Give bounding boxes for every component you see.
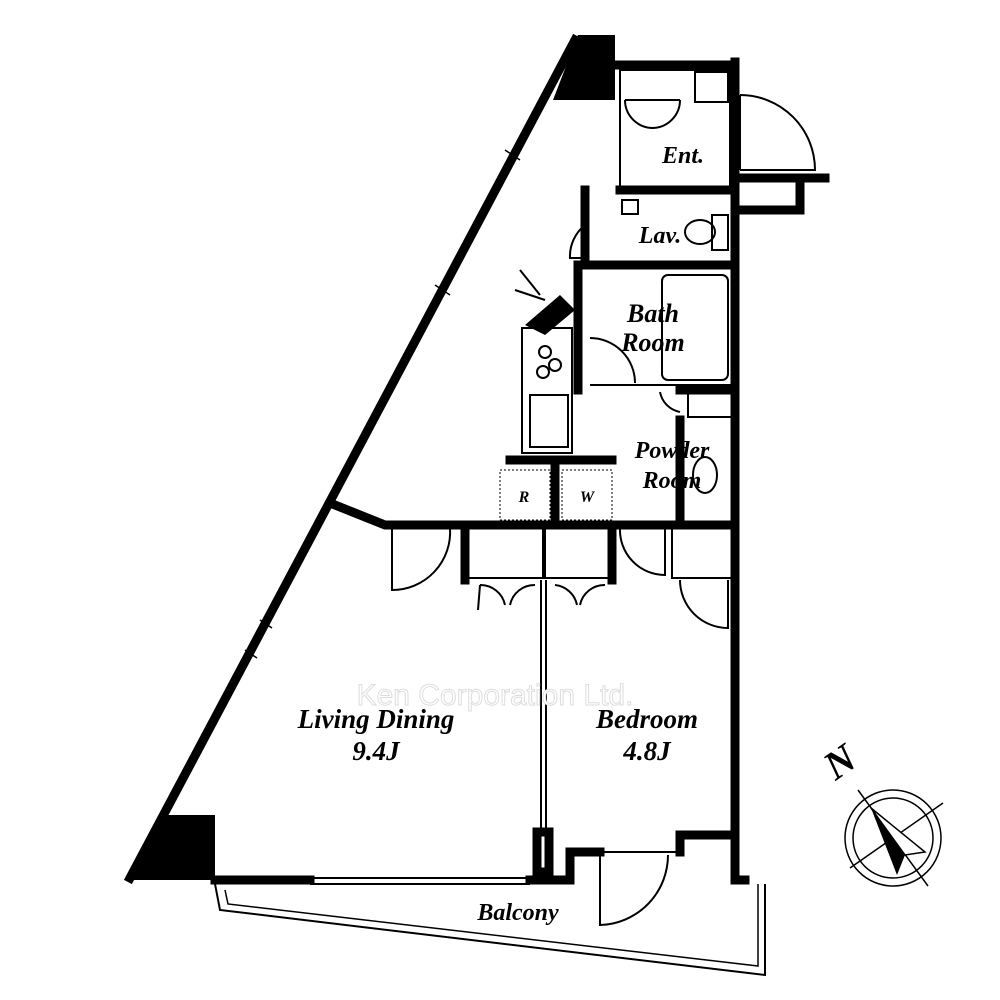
room-label-bedroom: Bedroom: [595, 704, 698, 734]
room-size-bedroom: 4.8J: [622, 736, 672, 766]
compass-north-label: N: [814, 734, 866, 789]
room-label-living: Living Dining: [297, 704, 455, 734]
compass-icon: N: [814, 734, 944, 887]
room-label-entrance: Ent.: [661, 143, 704, 169]
room-label-bath-1: Bath: [626, 299, 679, 328]
watermark: Ken Corporation Ltd.: [357, 679, 634, 712]
diagonal-wall: [123, 33, 582, 885]
fridge-space: [499, 469, 551, 521]
washer-label: W: [580, 489, 596, 506]
column-bottom-left: [125, 815, 215, 880]
room-label-powder-1: Powder: [634, 438, 710, 464]
room-size-living: 9.4J: [352, 736, 401, 766]
washer-space: [561, 469, 613, 521]
room-label-powder-2: Room: [642, 468, 702, 494]
room-label-balcony: Balcony: [476, 900, 559, 926]
room-label-lavatory: Lav.: [638, 223, 681, 249]
entrance-door: [739, 94, 817, 171]
windows: [244, 149, 521, 659]
fridge-label: R: [518, 489, 530, 506]
room-label-bath-2: Room: [620, 328, 685, 357]
column-top: [553, 35, 615, 100]
balcony-rail: [214, 883, 766, 977]
